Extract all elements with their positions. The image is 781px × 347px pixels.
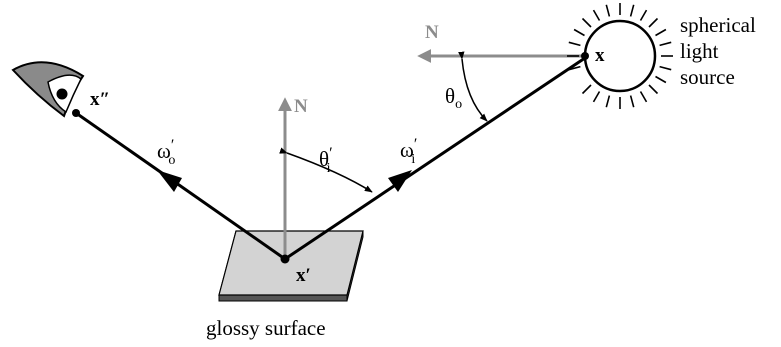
incoming-ray	[284, 56, 586, 261]
eye-icon	[11, 61, 85, 118]
point-light-dot	[581, 52, 589, 60]
sun-ray	[659, 65, 672, 71]
sun-ray	[639, 91, 648, 103]
sun-ray	[659, 41, 672, 47]
sun-ray	[648, 17, 659, 28]
outgoing-ray-arrowhead	[157, 170, 182, 192]
theta-i-arc	[279, 147, 373, 193]
theta-o-label: θo	[445, 84, 462, 112]
glossy-surface-plate	[218, 230, 364, 302]
theta-i-label: θ′i	[319, 145, 333, 176]
surface-label: glossy surface	[206, 316, 326, 340]
omega-o-label: ω′o	[157, 137, 175, 168]
sun-ray	[655, 75, 667, 84]
point-eye-label: x″	[90, 89, 110, 110]
theta-o-arc	[458, 51, 488, 122]
sun-ray	[592, 91, 601, 103]
point-light-label: x	[595, 45, 605, 66]
sun-ray	[581, 17, 592, 28]
point-eye-dot	[72, 109, 80, 117]
sun-ray	[605, 4, 611, 17]
sun-ray	[581, 84, 592, 95]
light-source-label-line2: light	[680, 39, 719, 63]
sun-ray	[568, 65, 581, 71]
normal-top-label: N	[294, 96, 308, 117]
sun-ray	[573, 28, 585, 37]
light-source-label-line3: source	[680, 65, 735, 89]
sun-ray	[592, 9, 601, 21]
light-source-label-line1: spherical	[680, 13, 756, 37]
sun-ray	[605, 95, 611, 108]
sun-ray	[629, 95, 635, 108]
omega-i-label: ω′i	[400, 136, 417, 167]
sun-ray	[629, 4, 635, 17]
sun-ray	[655, 28, 667, 37]
point-surface-label: x′	[296, 265, 311, 286]
normal-light-label: N	[425, 22, 439, 43]
sun-ray	[648, 84, 659, 95]
incoming-ray-arrowhead	[388, 170, 412, 192]
outgoing-ray	[75, 111, 286, 261]
sun-ray	[639, 9, 648, 21]
sun-ray	[568, 41, 581, 47]
point-surface-dot	[280, 254, 290, 264]
